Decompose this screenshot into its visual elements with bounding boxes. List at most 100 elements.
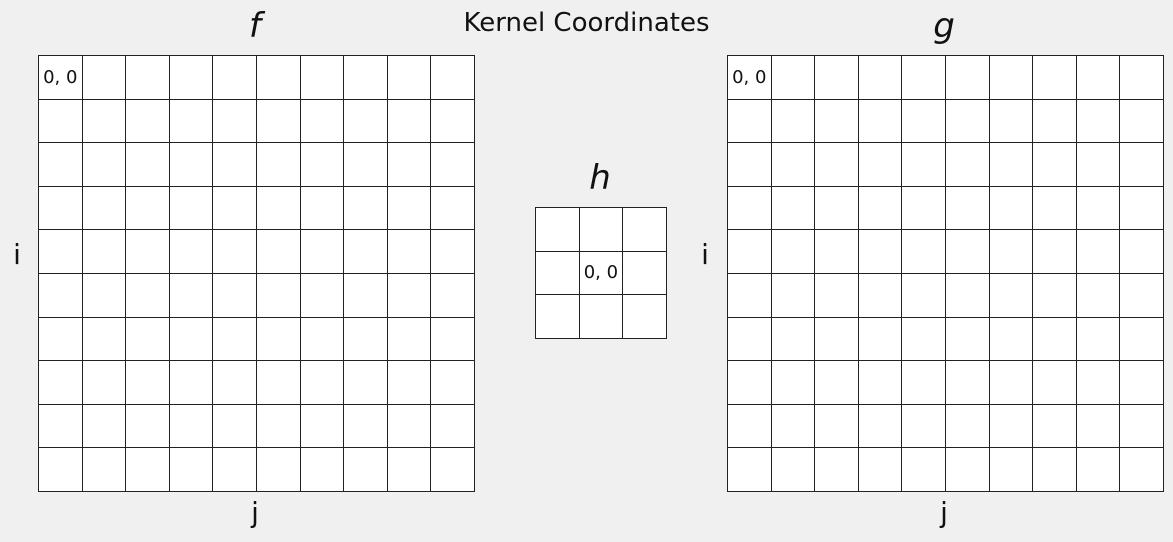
grid-g-cell [815,404,859,449]
grid-g-cell [815,99,859,144]
grid-f-cell [39,404,83,449]
grid-f-cell [387,143,432,187]
grid-f-cell [169,317,214,362]
grid-f-cell [256,56,301,100]
grid-f-cell [126,404,170,449]
grid-f-cell [169,448,214,492]
grid-f-cell [431,273,475,318]
grid-g-cell [945,317,990,362]
grid-g-row-label: i [701,238,709,271]
grid-f-cell [169,99,214,144]
grid-f-cell [431,99,475,144]
grid-f-cell [431,317,475,362]
grid-g-cell [989,186,1034,231]
grid-f-cell [82,404,127,449]
grid-f-cell [431,186,475,231]
grid-f-cell [344,99,388,144]
grid-f-cell [39,448,83,492]
grid-f-cell [126,56,170,100]
grid-f-cell [126,448,170,492]
grid-f-cell [213,317,257,362]
grid-g-cell [989,404,1034,449]
grid-f-cell [39,230,83,274]
grid-h-cell [536,251,580,296]
grid-g-cell [1120,404,1164,449]
grid-g-cell [771,448,816,492]
grid-g-cell [1033,448,1077,492]
grid-g-cell [1033,56,1077,100]
grid-f-cell [344,230,388,274]
grid-g-cell [815,186,859,231]
grid-g-cell [1033,143,1077,187]
grid-f-cell [344,273,388,318]
grid-g-cell [815,361,859,405]
grid-f-cell [344,317,388,362]
grid-f-cell [387,361,432,405]
grid-f-cell [300,404,345,449]
grid-g-cell [902,361,946,405]
grid-f-cell [169,186,214,231]
grid-h-cell [623,295,667,339]
grid-f-cell [300,317,345,362]
grid-f-cell [82,143,127,187]
grid-f-cell [256,230,301,274]
grid-h-cell [623,251,667,296]
grid-g-cell [1033,230,1077,274]
grid-f-cell [39,273,83,318]
grid-f-cell [169,404,214,449]
grid-g-cell [989,143,1034,187]
grid-f-cell [126,273,170,318]
grid-g-cell [858,317,903,362]
grid-f-cell [344,186,388,231]
grid-f-cell [256,317,301,362]
grid-g-cell [1033,317,1077,362]
grid-g-cell [1076,99,1121,144]
grid-f-col-label: j [251,496,259,529]
grid-f-cell [82,448,127,492]
grid-g-cell [1076,361,1121,405]
grid-g-cell [945,99,990,144]
grid-g-cell [1120,230,1164,274]
grid-f-cell [431,230,475,274]
grid-f-cell [344,448,388,492]
grid-g-cell [1120,143,1164,187]
grid-f-cell [387,99,432,144]
grid-g-cell [728,273,772,318]
grid-f-cell [82,99,127,144]
grid-f-cell [256,143,301,187]
grid-g-cell [815,56,859,100]
grid-g-cell [902,99,946,144]
grid-f-cell [213,186,257,231]
grid-g-cell [815,230,859,274]
grid-g-cell [902,230,946,274]
grid-f-cell [169,56,214,100]
grid-f-cell [126,230,170,274]
grid-g-cell [728,361,772,405]
grid-f-cell [82,56,127,100]
grid-g-cell [858,404,903,449]
grid-g-cell [728,448,772,492]
grid-h: 0, 0 [535,207,667,339]
grid-g-cell [989,448,1034,492]
grid-f-cell [213,404,257,449]
grid-f-cell [300,56,345,100]
grid-g-cell [728,317,772,362]
grid-g-cell [858,448,903,492]
grid-g-cell [728,186,772,231]
grid-g-cell [1076,143,1121,187]
grid-g-cell [989,99,1034,144]
grid-g-cell [771,230,816,274]
grid-h-cell [536,208,580,252]
grid-g-cell [945,273,990,318]
grid-h-label: h [589,158,611,198]
grid-h-cell [623,208,667,252]
grid-f-cell [387,186,432,231]
grid-g-cell [1076,56,1121,100]
grid-f-cell [39,361,83,405]
grid-g-cell [1033,273,1077,318]
grid-f-cell [387,56,432,100]
grid-f-cell [256,404,301,449]
grid-g-origin-cell: 0, 0 [728,56,772,100]
grid-g-col-label: j [940,496,948,529]
grid-f-cell [169,143,214,187]
